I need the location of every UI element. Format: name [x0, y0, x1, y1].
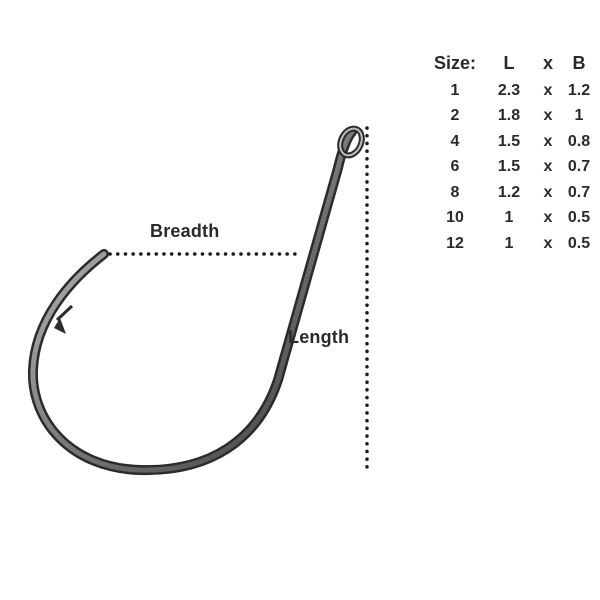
row-x: x — [543, 234, 553, 252]
row-size: 1 — [450, 81, 460, 99]
size-table: Size: L x B 1 2.3 x 1.2 2 1.8 x 1 4 1.5 … — [428, 48, 598, 257]
row-x: x — [543, 209, 553, 227]
row-length: 1 — [504, 209, 514, 227]
breadth-label: Breadth — [150, 221, 220, 241]
header-size: Size: — [433, 52, 476, 73]
row-length: 1.2 — [497, 183, 521, 201]
header-x: x — [542, 52, 553, 73]
row-size: 4 — [450, 132, 460, 150]
row-x: x — [543, 132, 553, 150]
row-size: 6 — [450, 158, 460, 176]
row-breadth: 0.5 — [567, 234, 591, 252]
table-row: 10 1 x 0.5 — [428, 206, 598, 232]
row-length: 1 — [504, 234, 514, 252]
row-size: 8 — [450, 183, 460, 201]
row-breadth: 0.5 — [567, 209, 591, 227]
row-length: 1.5 — [497, 132, 521, 150]
row-length: 1.8 — [497, 107, 521, 125]
row-x: x — [543, 107, 553, 125]
length-label: Length — [288, 327, 350, 347]
header-breadth: B — [572, 52, 586, 73]
row-breadth: 0.8 — [567, 132, 591, 150]
row-length: 2.3 — [497, 81, 521, 99]
size-table-header: Size: L x B — [428, 48, 598, 78]
row-breadth: 1.2 — [567, 81, 591, 99]
row-size: 12 — [446, 234, 464, 252]
row-breadth: 1 — [574, 107, 584, 125]
row-size: 10 — [446, 209, 464, 227]
row-breadth: 0.7 — [567, 158, 591, 176]
row-x: x — [543, 183, 553, 201]
table-row: 4 1.5 x 0.8 — [428, 129, 598, 155]
row-breadth: 0.7 — [567, 183, 591, 201]
table-row: 1 2.3 x 1.2 — [428, 78, 598, 104]
table-row: 12 1 x 0.5 — [428, 231, 598, 257]
row-x: x — [543, 158, 553, 176]
table-row: 8 1.2 x 0.7 — [428, 180, 598, 206]
header-length: L — [503, 52, 515, 73]
table-row: 6 1.5 x 0.7 — [428, 155, 598, 181]
row-x: x — [543, 81, 553, 99]
fish-hook-icon — [27, 125, 365, 476]
table-row: 2 1.8 x 1 — [428, 104, 598, 130]
row-size: 2 — [450, 107, 460, 125]
row-length: 1.5 — [497, 158, 521, 176]
